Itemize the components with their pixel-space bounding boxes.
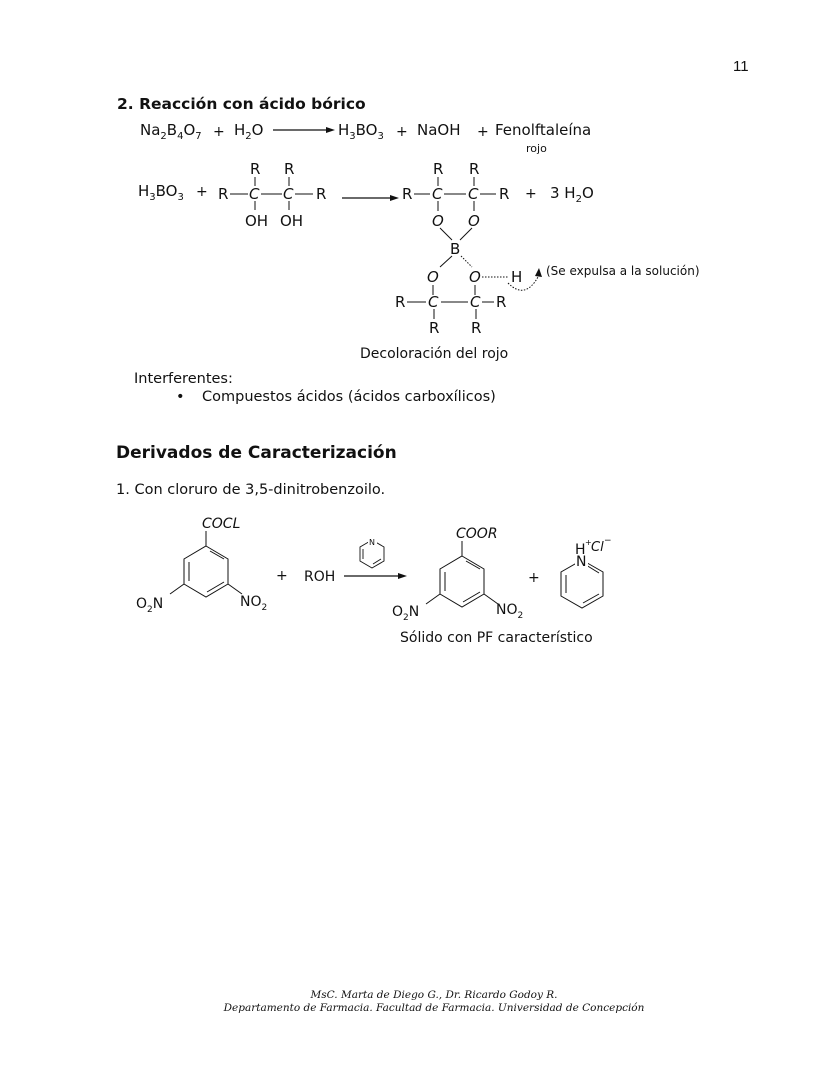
svg-text:R: R bbox=[496, 293, 506, 311]
svg-text:+: + bbox=[525, 186, 537, 202]
svg-text:COCL: COCL bbox=[202, 516, 240, 532]
svg-text:R: R bbox=[469, 160, 479, 178]
svg-text:OH: OH bbox=[280, 212, 303, 230]
svg-text:O2N: O2N bbox=[392, 604, 419, 623]
footer: MsC. Marta de Diego G., Dr. Ricardo Godo… bbox=[0, 989, 828, 1015]
svg-text:+: + bbox=[585, 538, 592, 547]
caption-decoloration: Decoloración del rojo bbox=[360, 346, 508, 362]
arrow-icon bbox=[398, 573, 407, 579]
svg-text:R: R bbox=[402, 185, 412, 203]
structure-dinitrobenzoyl-chloride: COCL O2N NO2 bbox=[136, 516, 267, 615]
structure-borate-spiro-complex: R C C R R R O O B O O R C C R R R bbox=[395, 160, 542, 337]
svg-text:NO2: NO2 bbox=[240, 594, 267, 613]
equation-dinitrobenzoate-formation: COCL O2N NO2 + ROH N COOR O2N NO2 + bbox=[136, 516, 612, 646]
dotted-curved-arrow-icon bbox=[507, 276, 539, 291]
interferents-label: Interferentes: bbox=[134, 371, 233, 387]
svg-text:C: C bbox=[249, 185, 260, 203]
formula-boric-acid: H3BO3 bbox=[138, 182, 184, 203]
svg-text:OH: OH bbox=[245, 212, 268, 230]
svg-text:+: + bbox=[477, 124, 489, 140]
svg-text:O: O bbox=[469, 268, 481, 286]
equation-borax-hydrolysis: Na2B4O7 + H2O H3BO3 + NaOH + Fenolftaleí… bbox=[140, 121, 591, 155]
bullet: • bbox=[176, 389, 185, 405]
svg-text:C: C bbox=[470, 293, 481, 311]
arrow-icon bbox=[326, 127, 335, 133]
svg-text:R: R bbox=[316, 185, 326, 203]
svg-text:O: O bbox=[432, 212, 444, 230]
footer-department: Departamento de Farmacia. Facultad de Fa… bbox=[223, 1002, 645, 1014]
svg-text:R: R bbox=[250, 160, 260, 178]
svg-text:R: R bbox=[395, 293, 405, 311]
phenolphthalein-label: Fenolftaleína bbox=[495, 121, 591, 139]
caption-solid-product: Sólido con PF característico bbox=[400, 630, 593, 646]
plus-sign: + bbox=[213, 124, 225, 140]
structure-pyridinium-chloride: H + Cl − N bbox=[560, 536, 612, 609]
formula-water-byproduct: 3 H2O bbox=[550, 184, 594, 205]
formula-borax: Na2B4O7 bbox=[140, 121, 202, 142]
svg-text:C: C bbox=[428, 293, 439, 311]
svg-text:R: R bbox=[499, 185, 509, 203]
svg-text:R: R bbox=[218, 185, 228, 203]
svg-text:H: H bbox=[575, 542, 586, 558]
expelled-note: (Se expulsa a la solución) bbox=[546, 264, 700, 278]
hydrogen-atom: H bbox=[511, 268, 522, 286]
svg-text:O: O bbox=[427, 268, 439, 286]
svg-text:N: N bbox=[576, 554, 586, 570]
svg-text:+: + bbox=[276, 568, 288, 584]
svg-text:R: R bbox=[429, 319, 439, 337]
section-heading-derivatives: Derivados de Caracterización bbox=[116, 443, 397, 463]
boron-atom: B bbox=[450, 240, 460, 258]
alcohol-roh: ROH bbox=[304, 569, 335, 585]
formula-naoh: NaOH bbox=[417, 121, 461, 139]
svg-text:COOR: COOR bbox=[456, 526, 498, 542]
page-number: 11 bbox=[733, 58, 749, 75]
svg-text:R: R bbox=[433, 160, 443, 178]
color-note-red: rojo bbox=[526, 142, 547, 155]
pyridine-catalyst-icon: N bbox=[359, 536, 385, 569]
svg-text:C: C bbox=[432, 185, 443, 203]
svg-text:C: C bbox=[468, 185, 479, 203]
footer-authors: MsC. Marta de Diego G., Dr. Ricardo Godo… bbox=[310, 989, 558, 1001]
arrow-up-icon bbox=[535, 268, 542, 277]
svg-text:+: + bbox=[528, 570, 540, 586]
svg-text:+: + bbox=[196, 184, 208, 200]
arrow-icon bbox=[390, 195, 399, 201]
svg-text:−: − bbox=[604, 536, 612, 546]
interferent-list-item: •Compuestos ácidos (ácidos carboxílicos) bbox=[176, 389, 496, 405]
svg-text:NO2: NO2 bbox=[496, 602, 523, 621]
formula-boric-acid: H3BO3 bbox=[338, 121, 384, 142]
structure-dinitrobenzoate-ester: COOR O2N NO2 bbox=[392, 526, 523, 623]
svg-text:R: R bbox=[471, 319, 481, 337]
svg-text:+: + bbox=[396, 124, 408, 140]
derivative-item-1: 1. Con cloruro de 3,5-dinitrobenzoilo. bbox=[116, 482, 386, 498]
structure-vicinal-diol: R C C R R R OH OH bbox=[218, 160, 326, 230]
svg-text:N: N bbox=[369, 538, 375, 547]
formula-water: H2O bbox=[234, 121, 263, 142]
svg-text:Cl: Cl bbox=[591, 540, 604, 555]
svg-text:R: R bbox=[284, 160, 294, 178]
equation-borate-complex: H3BO3 + R C C R R R OH OH R C C R R R bbox=[138, 160, 700, 362]
svg-text:O2N: O2N bbox=[136, 596, 163, 615]
section-heading-boric-acid: 2. Reacción con ácido bórico bbox=[117, 95, 366, 113]
svg-text:C: C bbox=[283, 185, 294, 203]
svg-text:O: O bbox=[468, 212, 480, 230]
